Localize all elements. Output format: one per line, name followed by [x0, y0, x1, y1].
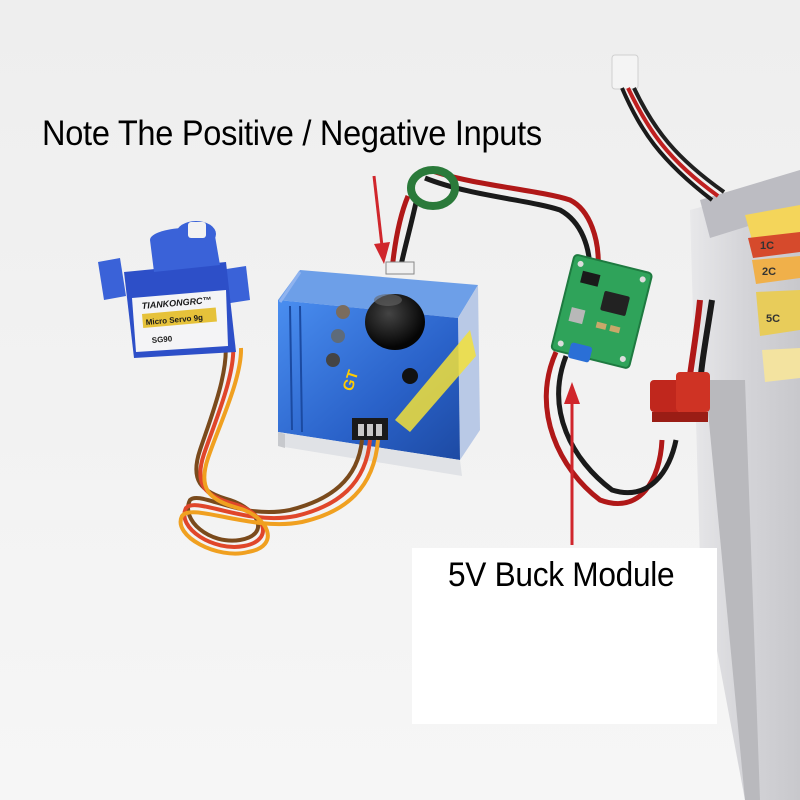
arrow-to-tester-input	[372, 175, 390, 264]
led-2	[331, 329, 345, 343]
micro-servo: TIANKONGRC™ Micro Servo 9g SG90	[98, 221, 250, 358]
power-connector	[650, 372, 710, 422]
led-3	[326, 353, 340, 367]
lipo-battery: 1C 2C 5C	[690, 170, 800, 800]
caption-backdrop	[412, 548, 717, 724]
balance-lead	[611, 54, 726, 202]
led-1	[336, 305, 350, 319]
mode-button	[402, 368, 418, 384]
servo-tester: GT	[278, 261, 480, 476]
servo-cable	[178, 339, 380, 556]
battery-label-1: 1C	[760, 240, 774, 252]
arrow-to-buck-module	[564, 382, 580, 545]
bottom-caption: 5V Buck Module	[448, 556, 675, 594]
buck-module	[550, 254, 653, 369]
knob	[365, 294, 425, 350]
tester-logo: GT	[340, 368, 363, 393]
servo-code: SG90	[151, 334, 173, 345]
battery-label-2: 2C	[762, 266, 776, 278]
top-caption: Note The Positive / Negative Inputs	[42, 114, 542, 153]
battery-label-3: 5C	[766, 313, 780, 325]
